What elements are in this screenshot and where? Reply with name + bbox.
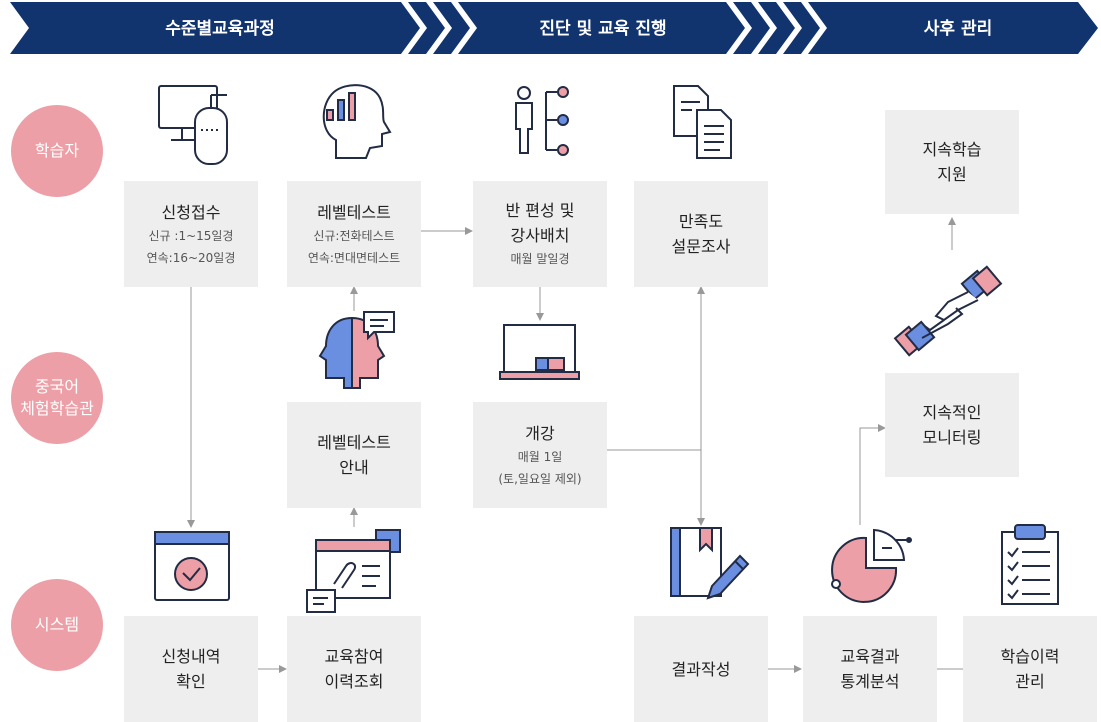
lane-label: 중국어 체험학습관 [20,377,94,418]
box-sub: 연속:면대면테스트 [307,250,401,265]
arrow-pie-to-monitoring [859,424,886,525]
box-sub: 매월 말일경 [510,252,570,266]
browser-clip-icon [306,529,401,613]
box-sub: 신규:전화테스트 [313,228,395,243]
box-title: 신청접수 [161,202,221,222]
box-sub: 매월 1일 [517,449,563,464]
chevron [783,2,820,54]
chevron [408,2,445,54]
survey-box: 만족도 설문조사 [634,181,768,287]
box-title: 지속적인 모니터링 [922,403,982,447]
box-title: 만족도 설문조사 [671,212,731,256]
lane-system: 시스템 [11,579,103,671]
box-title: 학습이력 관리 [1000,647,1060,691]
box-title: 결과작성 [671,659,731,679]
chevron [433,2,470,54]
box-title: 반 편성 및 강사배치 [505,201,575,245]
pie-chart-icon [831,528,912,603]
phase-banner [10,2,1098,54]
box-title: 교육참여 이력조회 [324,647,384,691]
statistics-box: 교육결과 통계분석 [803,616,937,722]
box-title: 지속학습 지원 [922,140,982,184]
lane-label: 학습자 [34,141,80,160]
phase-2-shape [458,2,745,54]
level-test-notice-box: 레벨테스트 안내 [287,402,421,508]
continuous-support-box: 지속학습 지원 [885,110,1019,214]
phase-1-shape [10,2,412,54]
browser-check-icon [154,531,230,601]
box-title: 레벨테스트 [317,202,391,222]
lane-center: 중국어 체험학습관 [11,352,103,444]
chevron [733,2,770,54]
phase-label-1: 수준별교육과정 [165,19,275,39]
brain-chart-icon [322,84,392,159]
class-open-box: 개강 매월 1일 (토,일요일 제외) [473,402,607,508]
learning-history-box: 학습이력 관리 [963,616,1097,722]
two-heads-speech-icon [318,311,395,389]
documents-icon [673,85,732,159]
application-box: 신청접수 신규 :1~15일경 연속:16~20일경 [124,181,258,287]
phase-3-shape [808,2,1098,54]
level-test-box: 레벨테스트 신규:전화테스트 연속:면대면테스트 [287,181,421,287]
clipboard-checklist-icon [1001,524,1059,605]
handshake-icon [893,265,1003,357]
box-sub: (토,일요일 제외) [498,471,582,486]
class-assign-box: 반 편성 및 강사배치 매월 말일경 [473,181,607,287]
chevron [758,2,795,54]
lane-learner: 학습자 [11,105,103,197]
phase-label-3: 사후 관리 [923,19,993,39]
org-tree-icon [515,86,569,156]
monitoring-box: 지속적인 모니터링 [885,373,1019,477]
box-title: 개강 [525,423,555,443]
box-sub: 신규 :1~15일경 [148,228,234,243]
box-title: 레벨테스트 안내 [317,433,391,477]
chevron [383,2,420,54]
box-title: 신청내역 확인 [161,647,221,691]
computer-icon [158,85,228,165]
application-history-box: 신청내역 확인 [124,616,258,722]
education-history-box: 교육참여 이력조회 [287,616,421,722]
notebook-pencil-icon [670,527,750,600]
result-writing-box: 결과작성 [634,616,768,722]
box-sub: 연속:16~20일경 [146,250,236,265]
lane-label: 시스템 [34,615,80,634]
box-title: 교육결과 통계분석 [840,647,900,691]
phase-label-2: 진단 및 교육 진행 [539,19,667,39]
classroom-board-icon [499,324,580,380]
